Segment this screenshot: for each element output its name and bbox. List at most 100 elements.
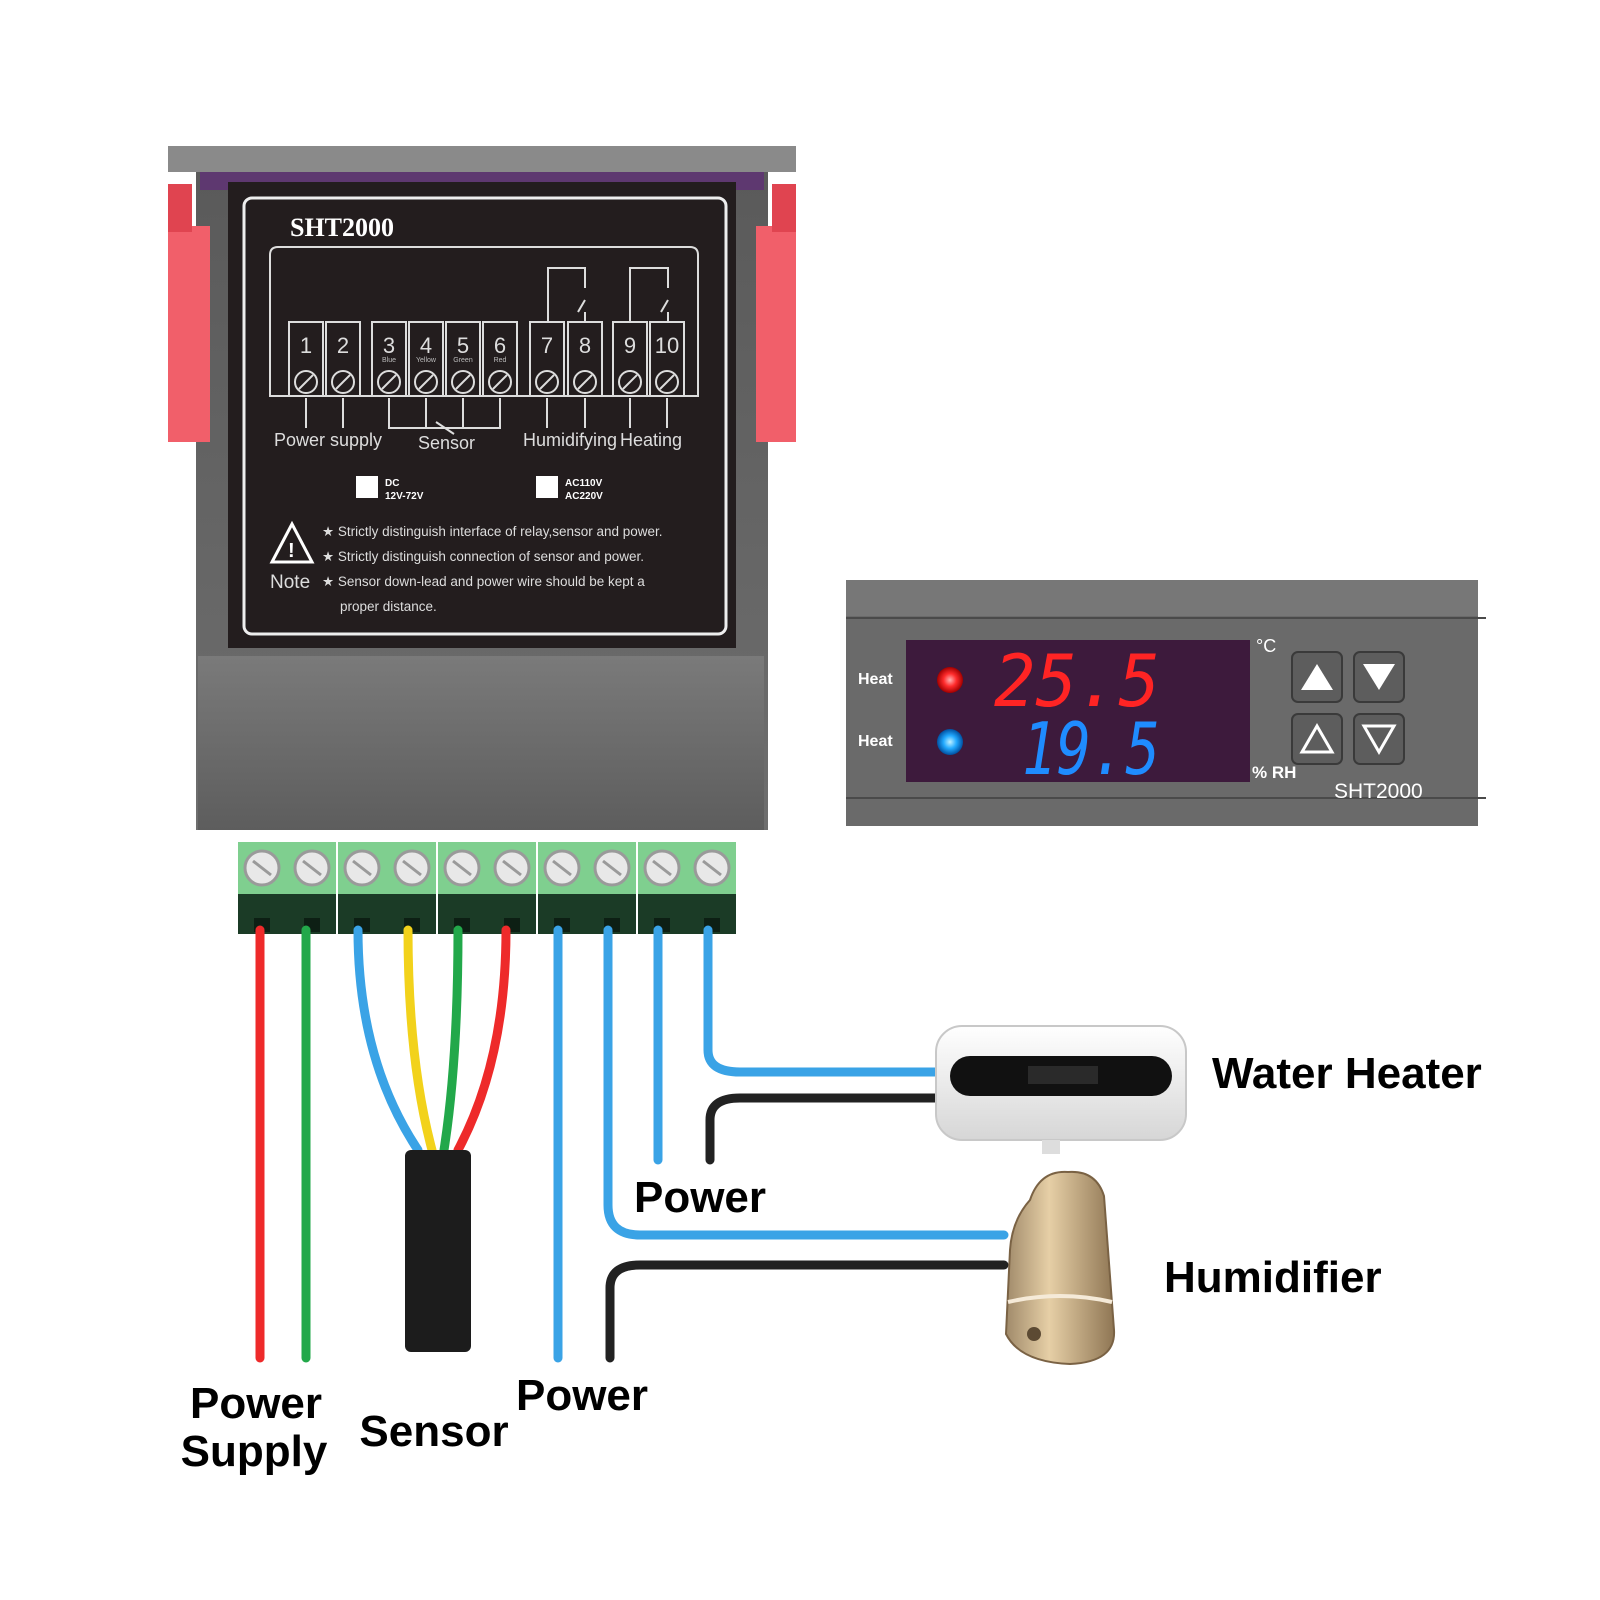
heater-relay-wire xyxy=(703,925,943,1077)
label-panel-border xyxy=(242,196,728,636)
terminal-wire-color: Green xyxy=(453,357,473,364)
voltage-dc-checkbox xyxy=(356,476,378,498)
up-button-filled[interactable] xyxy=(1291,651,1343,703)
terminal-number: 4 xyxy=(420,333,432,358)
down-button-filled[interactable] xyxy=(1353,651,1405,703)
controller-back-lower xyxy=(198,656,764,830)
terminal-slot xyxy=(567,321,603,397)
label-sensor: Sensor xyxy=(359,1407,508,1456)
mounting-clip-right-top xyxy=(772,184,796,232)
voltage-ac-checkbox xyxy=(536,476,558,498)
screw-slot xyxy=(335,374,351,390)
temperature-readout: 25.5 xyxy=(994,639,1160,723)
lcd-display xyxy=(906,640,1250,782)
screw-head-slot xyxy=(552,859,572,877)
water-heater-image xyxy=(935,1025,1187,1154)
terminal-block-base xyxy=(338,894,436,934)
front-model-label: SHT2000 xyxy=(1334,780,1423,803)
terminal-number: 9 xyxy=(624,333,636,358)
terminal-block xyxy=(338,842,436,934)
back-terminal: 2 xyxy=(325,321,361,428)
heat-indicator-led-red xyxy=(937,667,963,693)
terminal-slot xyxy=(649,321,685,397)
unit-celsius: °C xyxy=(1256,636,1276,656)
warning-icon-mark: ! xyxy=(288,540,295,562)
screw-head-slot xyxy=(602,859,622,877)
front-frame-top xyxy=(846,580,1478,616)
terminal-block-base xyxy=(438,894,536,934)
controller-front: Heat Heat 25.5 19.5 °C % RH SHT2000 xyxy=(846,580,1486,826)
terminal-number: 6 xyxy=(494,333,506,358)
terminal-number: 2 xyxy=(337,333,349,358)
note-line-4: proper distance. xyxy=(340,599,437,614)
up-button-outline[interactable] xyxy=(1291,713,1343,765)
heat-indicator-led-blue xyxy=(937,729,963,755)
terminal-number: 1 xyxy=(300,333,312,358)
note-line-2: ★ Strictly distinguish connection of sen… xyxy=(322,549,644,564)
back-terminal: 9 xyxy=(612,321,648,428)
terminal-slot xyxy=(288,321,324,397)
back-terminal: 7 xyxy=(529,321,565,428)
terminal-bracket xyxy=(269,246,699,397)
screw-icon xyxy=(414,370,438,394)
back-model-label: SHT2000 xyxy=(290,213,394,242)
down-button-outline[interactable] xyxy=(1353,713,1405,765)
terminal-number: 3 xyxy=(383,333,395,358)
screw-icon xyxy=(377,370,401,394)
screw-icon xyxy=(655,370,679,394)
humidifier-image xyxy=(1004,1170,1116,1366)
terminal-wire-color: Yellow xyxy=(416,357,437,364)
screw-head-slot xyxy=(502,859,522,877)
terminal-slot xyxy=(371,321,407,397)
up-outline-arrow-icon xyxy=(1299,722,1335,754)
terminal-block xyxy=(438,842,536,934)
screw-slot xyxy=(381,374,397,390)
terminal-slot xyxy=(529,321,565,397)
screw-icon xyxy=(294,370,318,394)
label-power-humidifier: Power xyxy=(516,1371,648,1420)
water-heater-outlet xyxy=(1042,1140,1060,1154)
note-label: Note xyxy=(270,572,310,593)
screw-slot xyxy=(455,374,471,390)
sensor-red-wire xyxy=(453,925,511,1155)
terminal-block-base xyxy=(238,894,336,934)
terminal-block xyxy=(638,842,736,934)
display-label-bottom: Heat xyxy=(858,733,893,750)
terminal-slot xyxy=(325,321,361,397)
screw-head-slot xyxy=(452,859,472,877)
screw-icon xyxy=(331,370,355,394)
terminal-slot xyxy=(445,321,481,397)
humidifier-water-line xyxy=(1007,1294,1113,1304)
humidifier-black-wire xyxy=(605,1260,1009,1363)
screw-slot xyxy=(622,374,638,390)
screw-head-slot xyxy=(702,859,722,877)
group-label-sensor: Sensor xyxy=(418,433,475,453)
terminal-wire-color: Red xyxy=(494,357,507,364)
screw-icon xyxy=(618,370,642,394)
label-power-supply-line2: Supply xyxy=(181,1427,328,1476)
water-heater-panel-display xyxy=(1028,1066,1098,1084)
terminal-wire-color: Blue xyxy=(382,357,396,364)
sensor-cable-jacket xyxy=(405,1150,471,1352)
sensor-symbol xyxy=(430,421,460,435)
label-humidifier: Humidifier xyxy=(1164,1253,1382,1302)
screw-head-slot xyxy=(302,859,322,877)
sensor-yellow-wire xyxy=(403,925,437,1155)
note-line-1: ★ Strictly distinguish interface of rela… xyxy=(322,524,663,539)
group-label-heating: Heating xyxy=(620,430,682,450)
terminal-number: 7 xyxy=(541,333,553,358)
screw-slot xyxy=(492,374,508,390)
back-terminal: 10 xyxy=(649,321,685,428)
screw-head-slot xyxy=(402,859,422,877)
terminal-block xyxy=(538,842,636,934)
terminal-block xyxy=(238,842,336,934)
screw-slot xyxy=(539,374,555,390)
note-line-3: ★ Sensor down-lead and power wire should… xyxy=(322,574,645,589)
back-terminal: 1 xyxy=(288,321,324,428)
warning-icon xyxy=(269,520,315,564)
